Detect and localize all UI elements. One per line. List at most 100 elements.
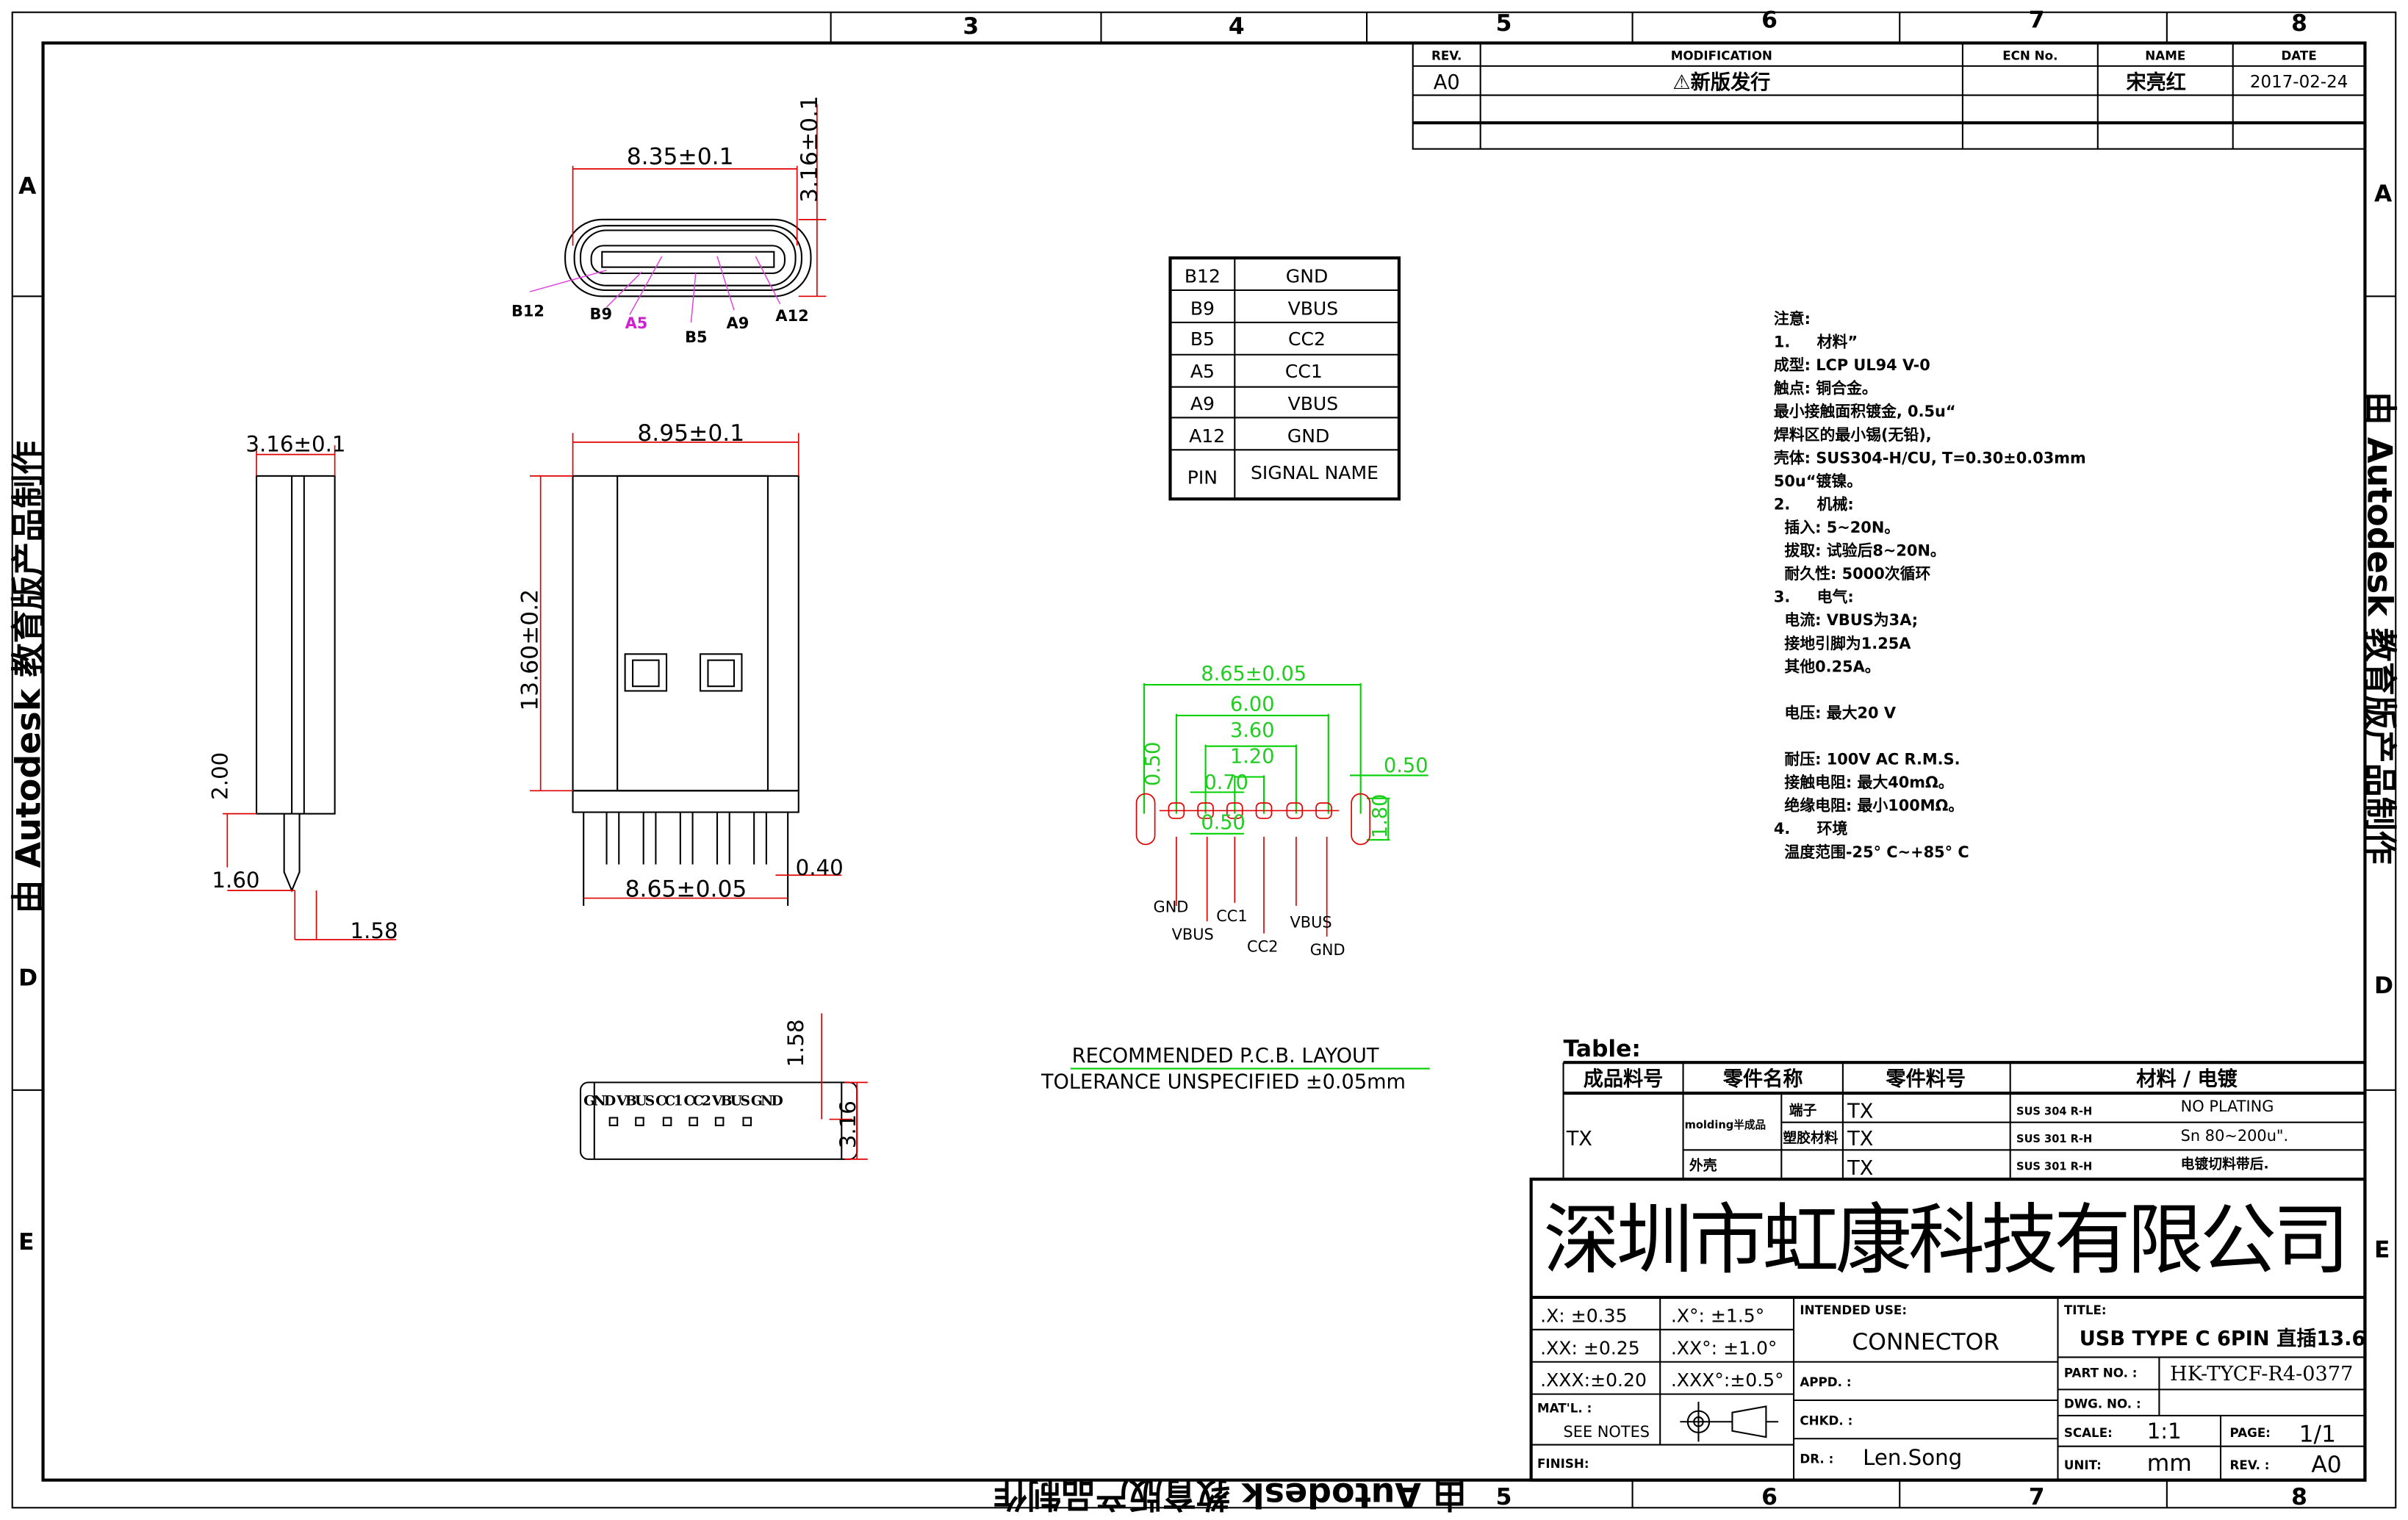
pin-signal: GND xyxy=(1286,266,1328,287)
pin-signal: VBUS xyxy=(1288,393,1339,414)
zone-label: 8 xyxy=(2291,10,2307,37)
bom-part-no: TX xyxy=(1847,1100,1873,1123)
pcb-pin-label: GND xyxy=(1154,898,1189,915)
pcb-dim: 0.70 xyxy=(1204,771,1248,794)
note-line: 1. 材料” xyxy=(1774,334,1858,351)
pin-table: B12 GND B9 VBUS B5 CC2 A5 CC1 A9 VBUS A1… xyxy=(1168,256,1401,501)
zone-label: 8 xyxy=(2291,1484,2307,1510)
pin-label: A5 xyxy=(625,314,648,332)
note-line: 注意: xyxy=(1774,310,1811,328)
modification-header: MODIFICATION xyxy=(1671,48,1772,63)
row-label: A xyxy=(18,173,37,199)
bom-header: 材料 / 电镀 xyxy=(2136,1068,2238,1091)
bom-part-name: 塑胶材料 xyxy=(1783,1129,1838,1146)
dim-tail: 1.58 xyxy=(351,918,398,943)
dim-height: 13.60±0.2 xyxy=(517,589,543,711)
pcb-dim: 0.50 xyxy=(1384,754,1428,777)
side-view: 3.16±0.1 2.00 1.60 1.58 xyxy=(207,431,398,943)
chkd-label: CHKD. : xyxy=(1800,1413,1852,1427)
note-line: 其他0.25A。 xyxy=(1774,658,1880,675)
bom-header: 零件料号 xyxy=(1885,1068,1966,1091)
front-view: 8.95±0.1 13.60±0.2 8.65±0.05 0.40 xyxy=(517,420,844,907)
dr-value: Len.Song xyxy=(1863,1445,1962,1470)
rev-value: A0 xyxy=(2311,1452,2341,1478)
zone-label: 5 xyxy=(1496,1484,1512,1510)
note-line: 温度范围-25° C~+85° C xyxy=(1774,843,1969,861)
pin-label: B12 xyxy=(511,303,545,320)
dim-foot: 1.60 xyxy=(212,868,259,893)
dim-pitch-span: 8.65±0.05 xyxy=(625,876,747,903)
row-label: A xyxy=(2374,181,2393,207)
note-line: 最小接触面积镀金, 0.5u“ xyxy=(1774,403,1956,420)
pcb-dim: 3.60 xyxy=(1230,719,1274,742)
note-line: 耐压: 100V AC R.M.S. xyxy=(1774,751,1960,768)
pcb-pin-label: VBUS xyxy=(1290,913,1332,931)
note-line: 4. 环境 xyxy=(1774,820,1848,838)
scale-label: SCALE: xyxy=(2064,1425,2113,1440)
modification-value: ⚠新版发行 xyxy=(1672,71,1770,94)
notes: 注意:1. 材料”成型: LCP UL94 V-0触点: 铜合金。最小接触面积镀… xyxy=(1773,310,2086,861)
note-line: 焊料区的最小锡(无铅), xyxy=(1774,426,1932,444)
revision-block: REV. MODIFICATION ECN No. NAME DATE A0 ⚠… xyxy=(1412,42,2366,150)
dwg-no-label: DWG. NO. : xyxy=(2064,1396,2141,1411)
pcb-dim: 1.80 xyxy=(1369,794,1392,838)
dim-height: 3.16±0.1 xyxy=(797,96,823,203)
pcb-dim: 8.65±0.05 xyxy=(1201,663,1307,685)
sheet-frame: 3 4 5 6 7 8 5 6 7 8 A D E A D E 由 Autode… xyxy=(8,7,2399,1515)
matl-label: MAT'L. : xyxy=(1537,1401,1592,1416)
bom-material: SUS 301 R-H xyxy=(2016,1133,2092,1145)
note-line: 接地引脚为1.25A xyxy=(1774,635,1911,652)
tolerance: .X: ±0.35 xyxy=(1540,1305,1627,1326)
zone-label: 6 xyxy=(1761,7,1778,34)
bom-material: SUS 301 R-H xyxy=(2016,1161,2092,1173)
signal-header: SIGNAL NAME xyxy=(1251,462,1379,483)
pin-signal: CC2 xyxy=(1288,328,1326,350)
appd-label: APPD. : xyxy=(1800,1375,1851,1389)
note-line: 成型: LCP UL94 V-0 xyxy=(1774,356,1930,374)
pin-number: B5 xyxy=(1190,328,1215,350)
bom-title: Table: xyxy=(1564,1036,1641,1062)
pin-number: B9 xyxy=(1190,298,1215,319)
bom-plating: NO PLATING xyxy=(2181,1098,2274,1115)
title-value: USB TYPE C 6PIN 直插13.6 xyxy=(2080,1328,2366,1350)
bom-material: SUS 304 R-H xyxy=(2016,1105,2092,1117)
bom-group: molding半成品 xyxy=(1685,1118,1766,1131)
row-label: E xyxy=(2374,1237,2390,1264)
bom-part-no: TX xyxy=(1847,1128,1873,1150)
pcb-caption: RECOMMENDED P.C.B. LAYOUT xyxy=(1072,1045,1379,1067)
bom-part-name: 外壳 xyxy=(1689,1157,1717,1174)
pcb-pin-label: CC2 xyxy=(1247,938,1278,956)
dim-1-58: 1.58 xyxy=(783,1019,808,1067)
zone-label: 3 xyxy=(963,13,979,40)
row-label: D xyxy=(2374,973,2393,999)
intended-use-label: INTENDED USE: xyxy=(1800,1303,1907,1317)
bottom-pin-labels: GND VBUS CC1 CC2 VBUS GND xyxy=(583,1093,783,1109)
zone-label: 7 xyxy=(2029,1484,2045,1510)
title-block: 深圳市虹康科技有限公司 .X: ±0.35 .X°: ±1.5° .XX: ±0… xyxy=(1529,1177,2367,1482)
finish-label: FINISH: xyxy=(1537,1456,1589,1471)
company-name: 深圳市虹康科技有限公司 xyxy=(1543,1195,2349,1285)
note-line: 壳体: SUS304-H/CU, T=0.30±0.03mm xyxy=(1773,449,2086,467)
ecn-header: ECN No. xyxy=(2002,48,2057,63)
pin-label: B9 xyxy=(590,306,612,323)
pcb-tolerance: TOLERANCE UNSPECIFIED ±0.05mm xyxy=(1041,1071,1406,1094)
dim-height: 2.00 xyxy=(207,752,232,800)
zone-label: 6 xyxy=(1761,1484,1778,1510)
unit-label: UNIT: xyxy=(2064,1458,2102,1472)
note-line: 3. 电气: xyxy=(1774,588,1854,606)
pin-number: B12 xyxy=(1185,266,1221,287)
note-line: 电压: 最大20 V xyxy=(1774,704,1897,721)
pin-signal: GND xyxy=(1287,425,1329,447)
note-line: 插入: 5~20N。 xyxy=(1774,519,1900,536)
watermark-right: 由 Autodesk 教育版产品制作 xyxy=(2360,392,2400,865)
pin-header: PIN xyxy=(1187,467,1218,488)
bom-header: 成品料号 xyxy=(1584,1068,1664,1091)
tolerance: .XX: ±0.25 xyxy=(1540,1337,1640,1358)
bom-table: Table: 成品料号 零件名称 零件料号 材料 / 电镀 TX molding… xyxy=(1531,1036,2365,1181)
date-value: 2017-02-24 xyxy=(2250,73,2348,92)
pin-label: A12 xyxy=(775,307,808,325)
part-no-label: PART NO. : xyxy=(2064,1366,2138,1380)
dim-width: 8.35±0.1 xyxy=(627,144,734,170)
watermark-bottom: 由 Autodesk 教育版产品制作 xyxy=(993,1475,1467,1515)
